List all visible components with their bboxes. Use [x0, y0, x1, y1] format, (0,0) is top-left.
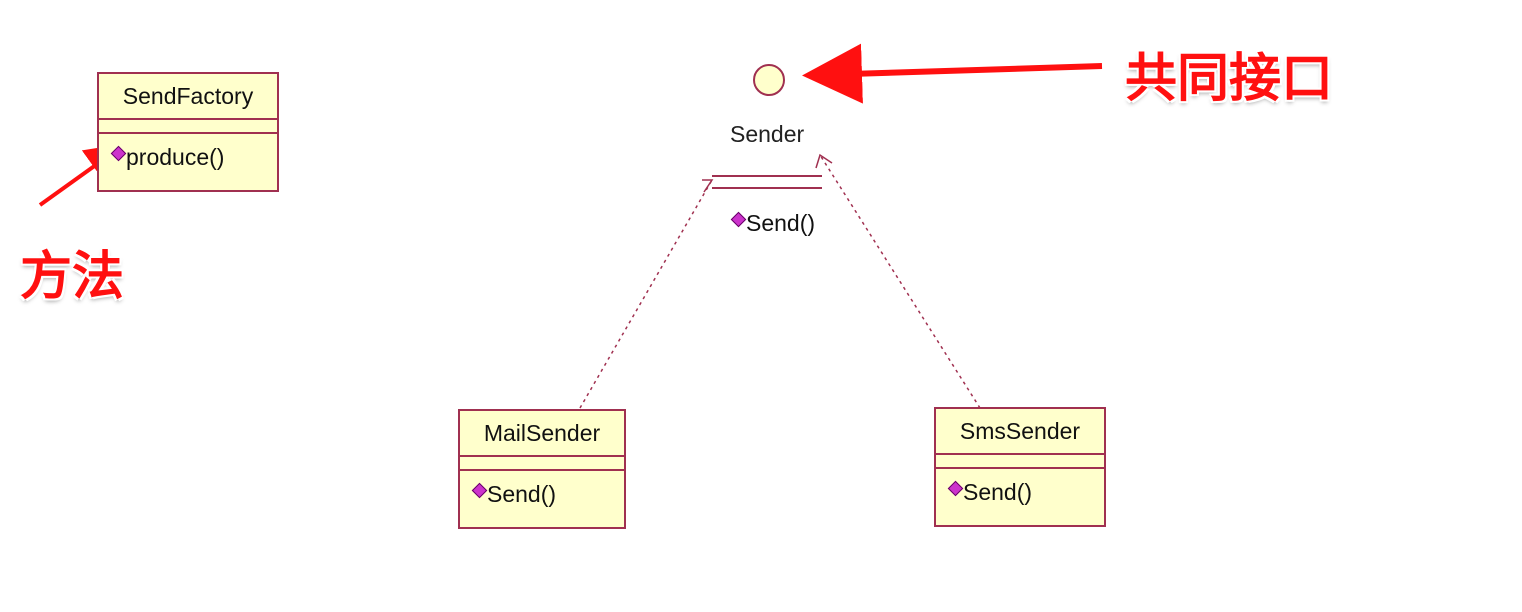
- class-name: SendFactory: [99, 74, 277, 120]
- interface-operation: Send(): [730, 210, 816, 237]
- operation-label: Send(): [746, 210, 816, 236]
- interface-callout-arrow: [802, 43, 1103, 104]
- operations-compartment: produce(): [99, 134, 277, 190]
- public-operation-icon: [730, 211, 747, 228]
- realization-arrowhead-smssender: [815, 153, 833, 169]
- attributes-compartment: [99, 120, 277, 134]
- sendfactory-class[interactable]: SendFactory produce(): [97, 72, 279, 192]
- realization-mailsender: [579, 179, 713, 409]
- smssender-class[interactable]: SmsSender Send(): [934, 407, 1106, 527]
- operation-label: produce(): [126, 144, 225, 170]
- mailsender-class[interactable]: MailSender Send(): [458, 409, 626, 529]
- interface-annotation: 共同接口: [1125, 49, 1334, 109]
- interface-circle-icon[interactable]: [753, 64, 785, 96]
- operation-item: produce(): [110, 144, 277, 171]
- attributes-compartment: [460, 457, 624, 471]
- operation-item: Send(): [947, 479, 1104, 506]
- operations-compartment: Send(): [936, 469, 1104, 525]
- class-name: MailSender: [460, 411, 624, 457]
- interface-name: Sender: [730, 121, 805, 147]
- method-callout-arrow: [38, 143, 127, 207]
- realization-smssender: [819, 154, 981, 409]
- class-name: SmsSender: [936, 409, 1104, 455]
- attributes-compartment: [936, 455, 1104, 469]
- public-operation-icon: [947, 480, 964, 497]
- public-operation-icon: [471, 482, 488, 499]
- operation-label: Send(): [487, 481, 557, 507]
- operation-item: Send(): [471, 481, 624, 508]
- public-operation-icon: [110, 145, 127, 162]
- method-annotation: 方法: [20, 247, 125, 307]
- operations-compartment: Send(): [460, 471, 624, 527]
- operation-label: Send(): [963, 479, 1033, 505]
- realization-arrowhead-mailsender: [702, 179, 714, 193]
